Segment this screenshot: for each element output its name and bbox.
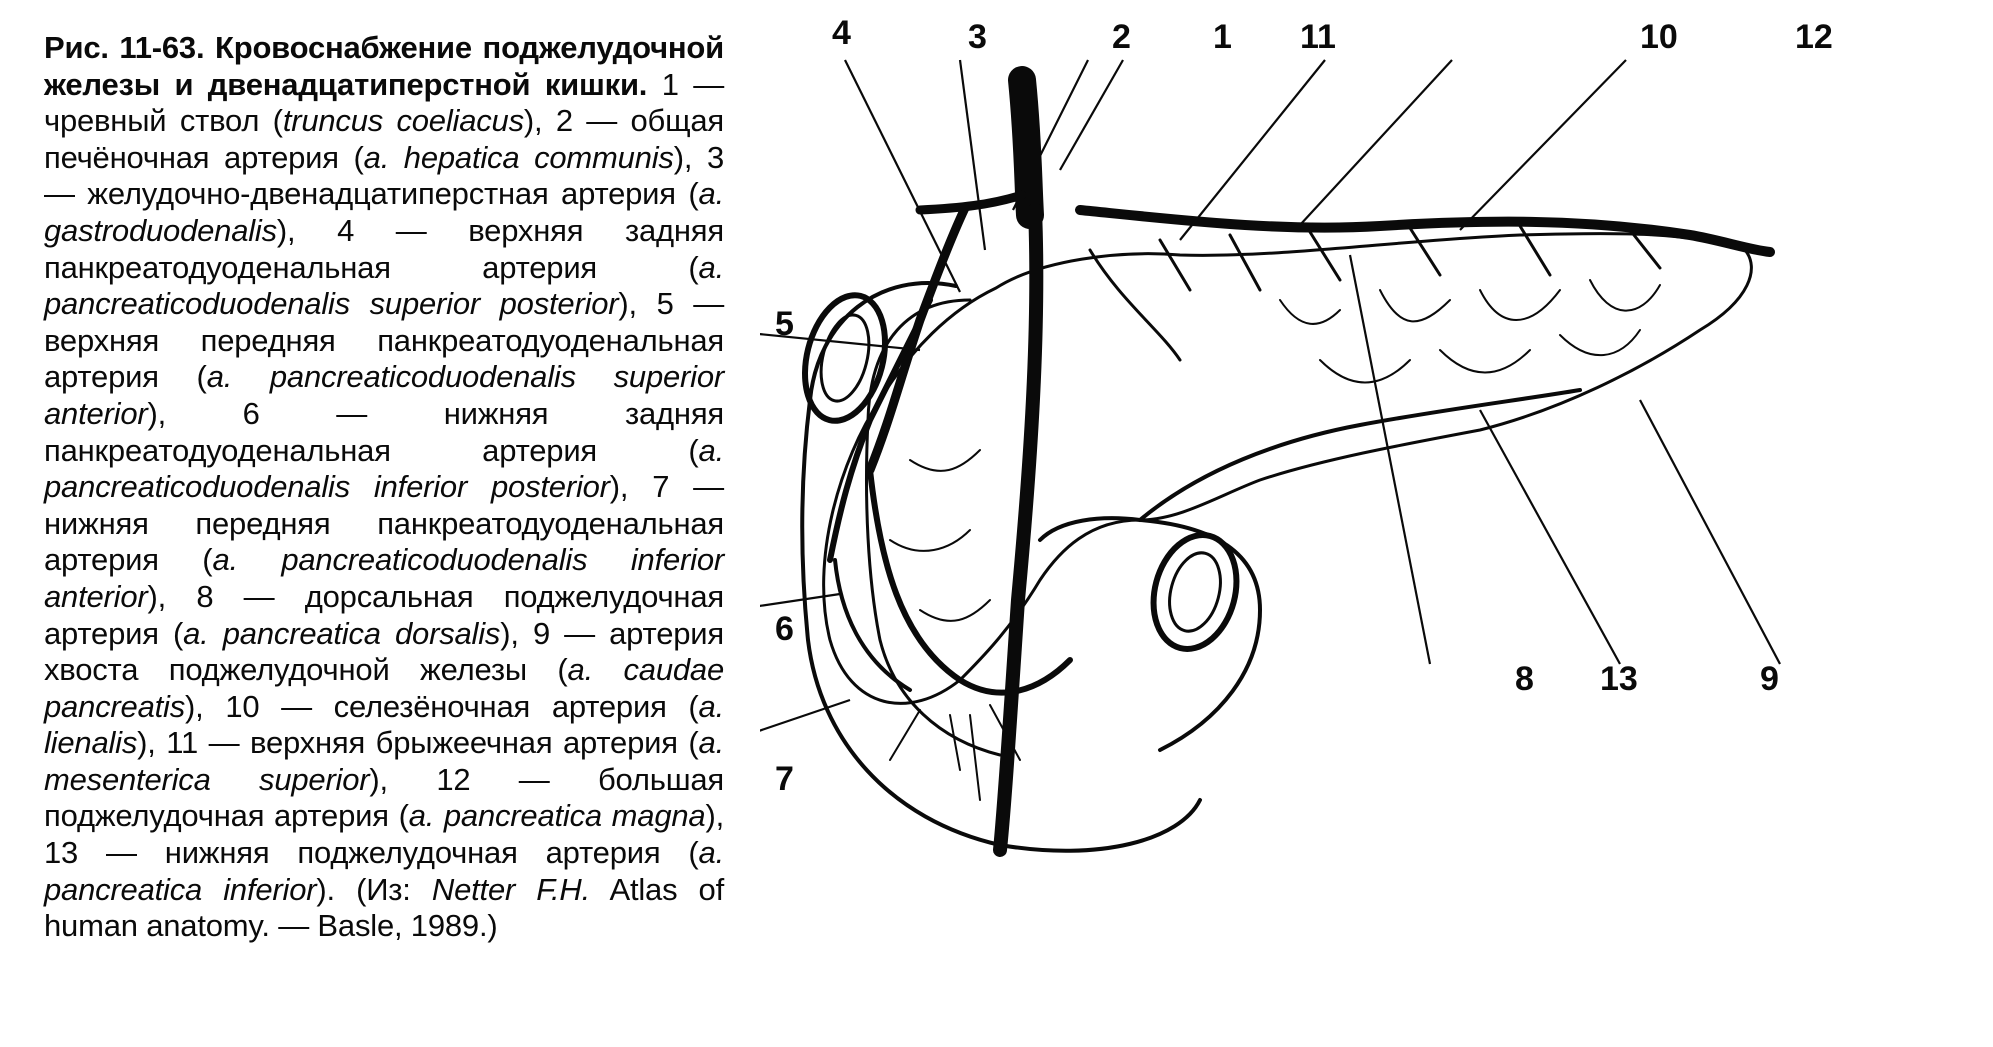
label-5: 5 [775,305,794,343]
caption-item-latin: truncus coeliacus [282,103,524,139]
caption-item-latin: a. pancreatica magna [408,798,706,834]
caption-item-12: 12 — большая поджелудочная артерия (a. p… [44,761,725,834]
caption-item-11: 11 — верхняя брыжеечная артерия (a. mese… [44,725,725,797]
label-4: 4 [832,14,851,52]
caption-item-5: 5 — верхняя передняя панкреатодуоденальн… [44,286,725,431]
caption-item-7: 7 — нижняя передняя панкреатодуоденальна… [44,469,725,614]
label-13: 13 [1600,660,1638,698]
pd-arcade [867,467,1073,696]
caption-item-text: 11 — верхняя брыжеечная артерия ( [166,725,699,761]
label-12: 12 [1795,18,1833,56]
splenic-artery [1075,205,1775,257]
caption-item-text: 12 — большая поджелудочная артерия ( [44,761,724,834]
caption-item-text: 9 — артерия хвоста поджелудочной железы … [44,615,724,688]
caption-item-text: 10 — селезёночная артерия ( [225,688,699,724]
superior-mesenteric-artery [993,203,1044,857]
caption-item-latin: a. hepatica communis [363,139,674,175]
caption-item-latin: a. lienalis [44,688,724,761]
caption-item-6: 6 — нижняя задняя панкреатодуоденальная … [44,395,724,505]
label-6: 6 [775,610,794,648]
caption-item-8: 8 — дорсальная поджелудочная артерия (a.… [44,578,724,651]
figure-caption: Рис. 11-63. Кровоснабжение поджелудочной… [44,30,724,945]
caption-item-text: 7 — нижняя передняя панкреатодуоденальна… [44,469,724,578]
caption-item-text: 3 — желудочно-двенадцатиперстная артерия… [44,139,724,212]
jejunum-lumen [1150,532,1240,652]
caption-item-latin: a. pancreatica dorsalis [183,615,501,651]
caption-item-9: 9 — артерия хвоста поджелудочной железы … [44,615,724,724]
duodenum-inner-contour [865,298,1002,757]
caption-source: (Из: Netter F.H. Atlas of human anatomy.… [44,871,725,944]
label-3: 3 [968,18,987,56]
number-labels: 4 3 2 1 11 10 12 5 6 7 8 13 9 [775,14,1833,798]
caption-item-text: 1 — чревный ствол ( [44,66,724,139]
caption-item-text: 4 — верхняя задняя панкреатодуоденальная… [44,212,724,285]
duodenum-lumen-top [802,292,888,424]
inferior-pancreatic-artery [1138,388,1582,522]
label-1: 1 [1213,18,1232,56]
caption-item-latin: a. pancreaticoduodenalis inferior poster… [44,432,724,505]
caption-item-latin: a. pancreaticoduodenalis superior poster… [44,249,724,322]
caption-item-text: 5 — верхняя передняя панкреатодуоденальн… [44,286,724,395]
caption-item-text: 2 — общая печёночная артерия ( [44,103,725,175]
label-10: 10 [1640,18,1678,56]
caption-item-text: 8 — дорсальная поджелудочная артерия ( [44,578,724,651]
caption-item-latin: a. caudae pancreatis [44,652,724,724]
celiac-trunk [1008,66,1044,229]
label-7: 7 [775,760,794,798]
anatomy-figure: 4 3 2 1 11 10 12 5 6 7 8 13 9 [760,0,1993,1047]
label-8: 8 [1515,660,1534,698]
caption-item-3: 3 — желудочно-двенадцатиперстная артерия… [44,139,724,248]
pd-arcade-inner [833,558,912,692]
caption-item-1: 1 — чревный ствол (truncus coeliacus), [44,66,724,139]
common-hepatic-artery [915,190,1027,215]
caption-item-latin: a. mesenterica superior [44,725,725,797]
caption-item-latin: a. gastroduodenalis [44,176,724,248]
caption-item-latin: a. pancreaticoduodenalis inferior anteri… [44,542,725,614]
jejunum-loop [1038,516,1262,752]
caption-title: Рис. 11-63. Кровоснабжение поджелудочной… [44,30,724,102]
label-11: 11 [1300,18,1336,56]
caption-item-13: 13 — нижняя поджелудочная артерия (a. pa… [44,835,724,907]
caption-item-2: 2 — общая печёночная артерия (a. hepatic… [44,103,725,175]
label-9: 9 [1760,660,1779,698]
caption-item-4: 4 — верхняя задняя панкреатодуоденальная… [44,212,724,322]
caption-item-text: 6 — нижняя задняя панкреатодуоденальная … [44,395,724,468]
caption-item-latin: a. pancreatica inferior [44,835,724,907]
caption-item-10: 10 — селезёночная артерия (a. lienalis), [44,688,724,761]
sup-post-pd-artery [827,297,933,563]
caption-item-latin: a. pancreaticoduodenalis superior anteri… [44,359,725,431]
dorsal-pancreatic-artery [1088,248,1182,362]
leader-lines [760,59,1781,732]
label-2: 2 [1112,18,1131,56]
pancreas-illustration: 4 3 2 1 11 10 12 5 6 7 8 13 9 [760,14,1833,857]
caption-item-text: 13 — нижняя поджелудочная артерия ( [44,835,699,871]
pancreas-outline [822,232,1753,705]
